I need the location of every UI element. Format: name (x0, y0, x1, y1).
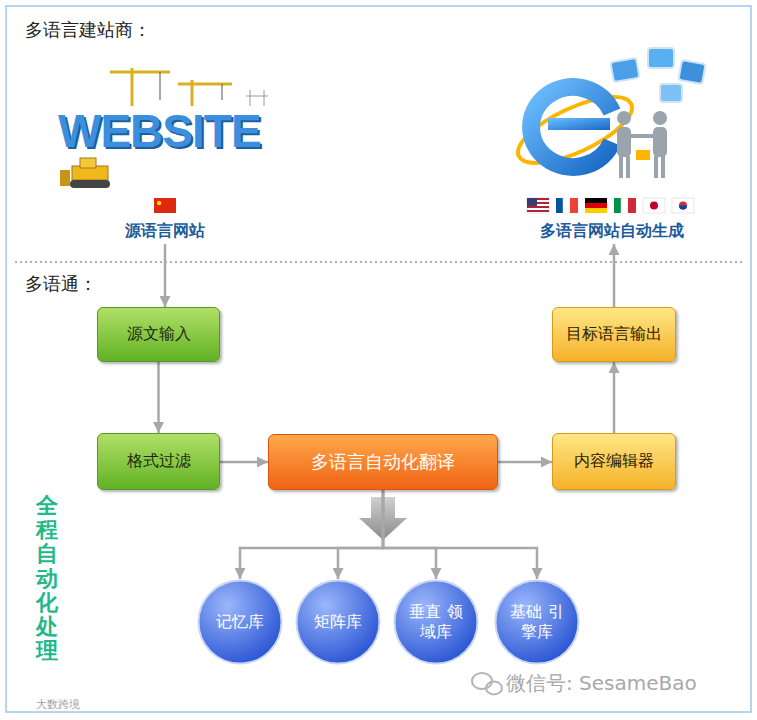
wechat-icon (472, 673, 502, 695)
watermark: 微信号: SesameBao (506, 670, 697, 697)
frame (6, 6, 751, 712)
process-box: 多语言自动化翻译 (268, 434, 498, 490)
section-heading: 多语言建站商： (25, 18, 151, 42)
node-text: 源语言网站 (125, 221, 205, 242)
library-circle: 记忆库 (197, 579, 283, 665)
scaffold (246, 90, 268, 106)
flag-cn (154, 198, 176, 213)
flag-it (614, 198, 636, 213)
bulldozer (60, 158, 110, 188)
screens (610, 48, 705, 102)
node-text: 内容编辑器 (574, 451, 654, 472)
flow-arrow (157, 362, 160, 433)
divider (15, 261, 742, 263)
handshake-figures (617, 111, 667, 178)
node-text: 矩阵库 (311, 612, 365, 632)
library-circle: 垂直 领域库 (393, 579, 479, 665)
node-text: 多语言网站自动生成 (540, 221, 684, 242)
flag-us (527, 198, 549, 213)
logo-text: WEBSITE (58, 104, 261, 158)
site-caption: 源语言网站 (121, 219, 209, 244)
flow-arrow (164, 244, 167, 307)
process-box: 格式过滤 (97, 433, 220, 490)
library-circle: 矩阵库 (295, 579, 381, 665)
flag-kr (672, 198, 694, 213)
process-box: 源文输入 (97, 307, 220, 362)
node-text: 格式过滤 (127, 451, 191, 472)
node-text: 记忆库 (213, 612, 267, 632)
flow-arrow (383, 490, 436, 579)
flow-arrow (220, 461, 268, 464)
section-heading: 多语通： (25, 272, 97, 296)
flow-arrow (383, 490, 537, 579)
flow-arrow (613, 244, 616, 307)
process-box: 目标语言输出 (552, 307, 676, 362)
crane (110, 68, 232, 106)
node-text: 垂直 领域库 (409, 602, 463, 642)
library-circle: 基础 引擎库 (494, 579, 580, 665)
watermark: 大数跨境 (36, 697, 80, 712)
process-box: 内容编辑器 (552, 433, 676, 490)
vertical-caption: 全程自动化处理 (36, 494, 58, 663)
flow-arrow (498, 461, 552, 464)
node-text: 目标语言输出 (566, 324, 662, 345)
flag-fr (556, 198, 578, 213)
flow-arrow (338, 490, 383, 579)
node-text: 多语言自动化翻译 (311, 450, 455, 474)
node-text: 源文输入 (127, 324, 191, 345)
site-caption: 多语言网站自动生成 (536, 219, 688, 244)
flow-arrow (613, 362, 616, 433)
node-text: 基础 引擎库 (510, 602, 564, 642)
flow-arrow (240, 490, 383, 579)
flag-de (585, 198, 607, 213)
crane-cable (160, 72, 222, 100)
flag-jp (643, 198, 665, 213)
